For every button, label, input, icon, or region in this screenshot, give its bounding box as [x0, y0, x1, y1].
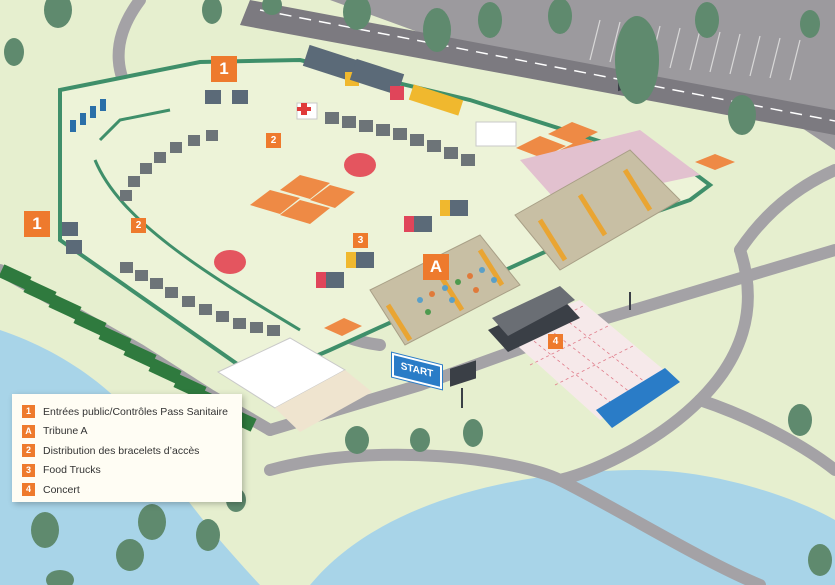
barrier-arc-left — [120, 130, 218, 201]
legend-item-concert: 4 Concert — [22, 480, 242, 500]
food-trucks — [316, 200, 468, 288]
barrier-row-top — [325, 112, 475, 166]
legend-badge: 3 — [22, 463, 35, 477]
billboard-2 — [450, 360, 476, 387]
legend-label: Concert — [43, 483, 80, 496]
legend-item-wristbands: 2 Distribution des bracelets d’accès — [22, 441, 242, 461]
tribune-a-spectators — [417, 267, 497, 315]
legend-badge: A — [22, 424, 35, 438]
highway — [240, 0, 835, 135]
ticket-gates — [70, 99, 106, 132]
grandstand-stairs — [537, 168, 653, 262]
tribune-a-stairs — [385, 248, 505, 342]
legend-badge: 1 — [22, 405, 35, 419]
legend-label: Distribution des bracelets d’accès — [43, 444, 200, 457]
orange-tent-small — [324, 318, 362, 336]
inner-fence — [93, 108, 301, 332]
legend-item-tribune: A Tribune A — [22, 422, 242, 442]
marker-wristband-left[interactable]: 2 — [131, 218, 146, 233]
marker-tribune-a[interactable]: A — [423, 254, 449, 280]
marker-entry-top[interactable]: 1 — [211, 56, 237, 82]
marker-entry-left[interactable]: 1 — [24, 211, 50, 237]
orange-tents-cluster — [250, 175, 355, 224]
entry-booths-top — [205, 90, 248, 104]
legend-label: Tribune A — [43, 425, 88, 438]
concert-stage — [488, 296, 580, 352]
entry-booths-left — [62, 222, 82, 254]
barrier-row-bottom — [120, 262, 280, 336]
grandstand-back — [514, 149, 681, 271]
legend-badge: 4 — [22, 483, 35, 497]
trees — [4, 0, 832, 585]
marker-concert[interactable]: 4 — [548, 334, 563, 349]
marquee-terrace — [275, 370, 372, 432]
blue-containers — [596, 368, 680, 428]
map-legend: 1 Entrées public/Contrôles Pass Sanitair… — [12, 394, 242, 502]
first-aid-cross — [297, 103, 311, 115]
red-dome-tent-1 — [344, 153, 376, 177]
trucks-parked — [302, 44, 464, 116]
marker-food-trucks[interactable]: 3 — [353, 233, 368, 248]
legend-item-entries: 1 Entrées public/Contrôles Pass Sanitair… — [22, 402, 242, 422]
stage-riser — [492, 286, 575, 336]
red-dome-tent-2 — [214, 250, 246, 274]
parking-stripes — [589, 19, 801, 81]
legend-item-food-trucks: 3 Food Trucks — [22, 461, 242, 481]
legend-badge: 2 — [22, 444, 35, 458]
site-cabin — [475, 121, 517, 147]
legend-label: Entrées public/Contrôles Pass Sanitaire — [43, 405, 229, 418]
legend-label: Food Trucks — [43, 464, 101, 477]
marker-wristband-top[interactable]: 2 — [266, 133, 281, 148]
